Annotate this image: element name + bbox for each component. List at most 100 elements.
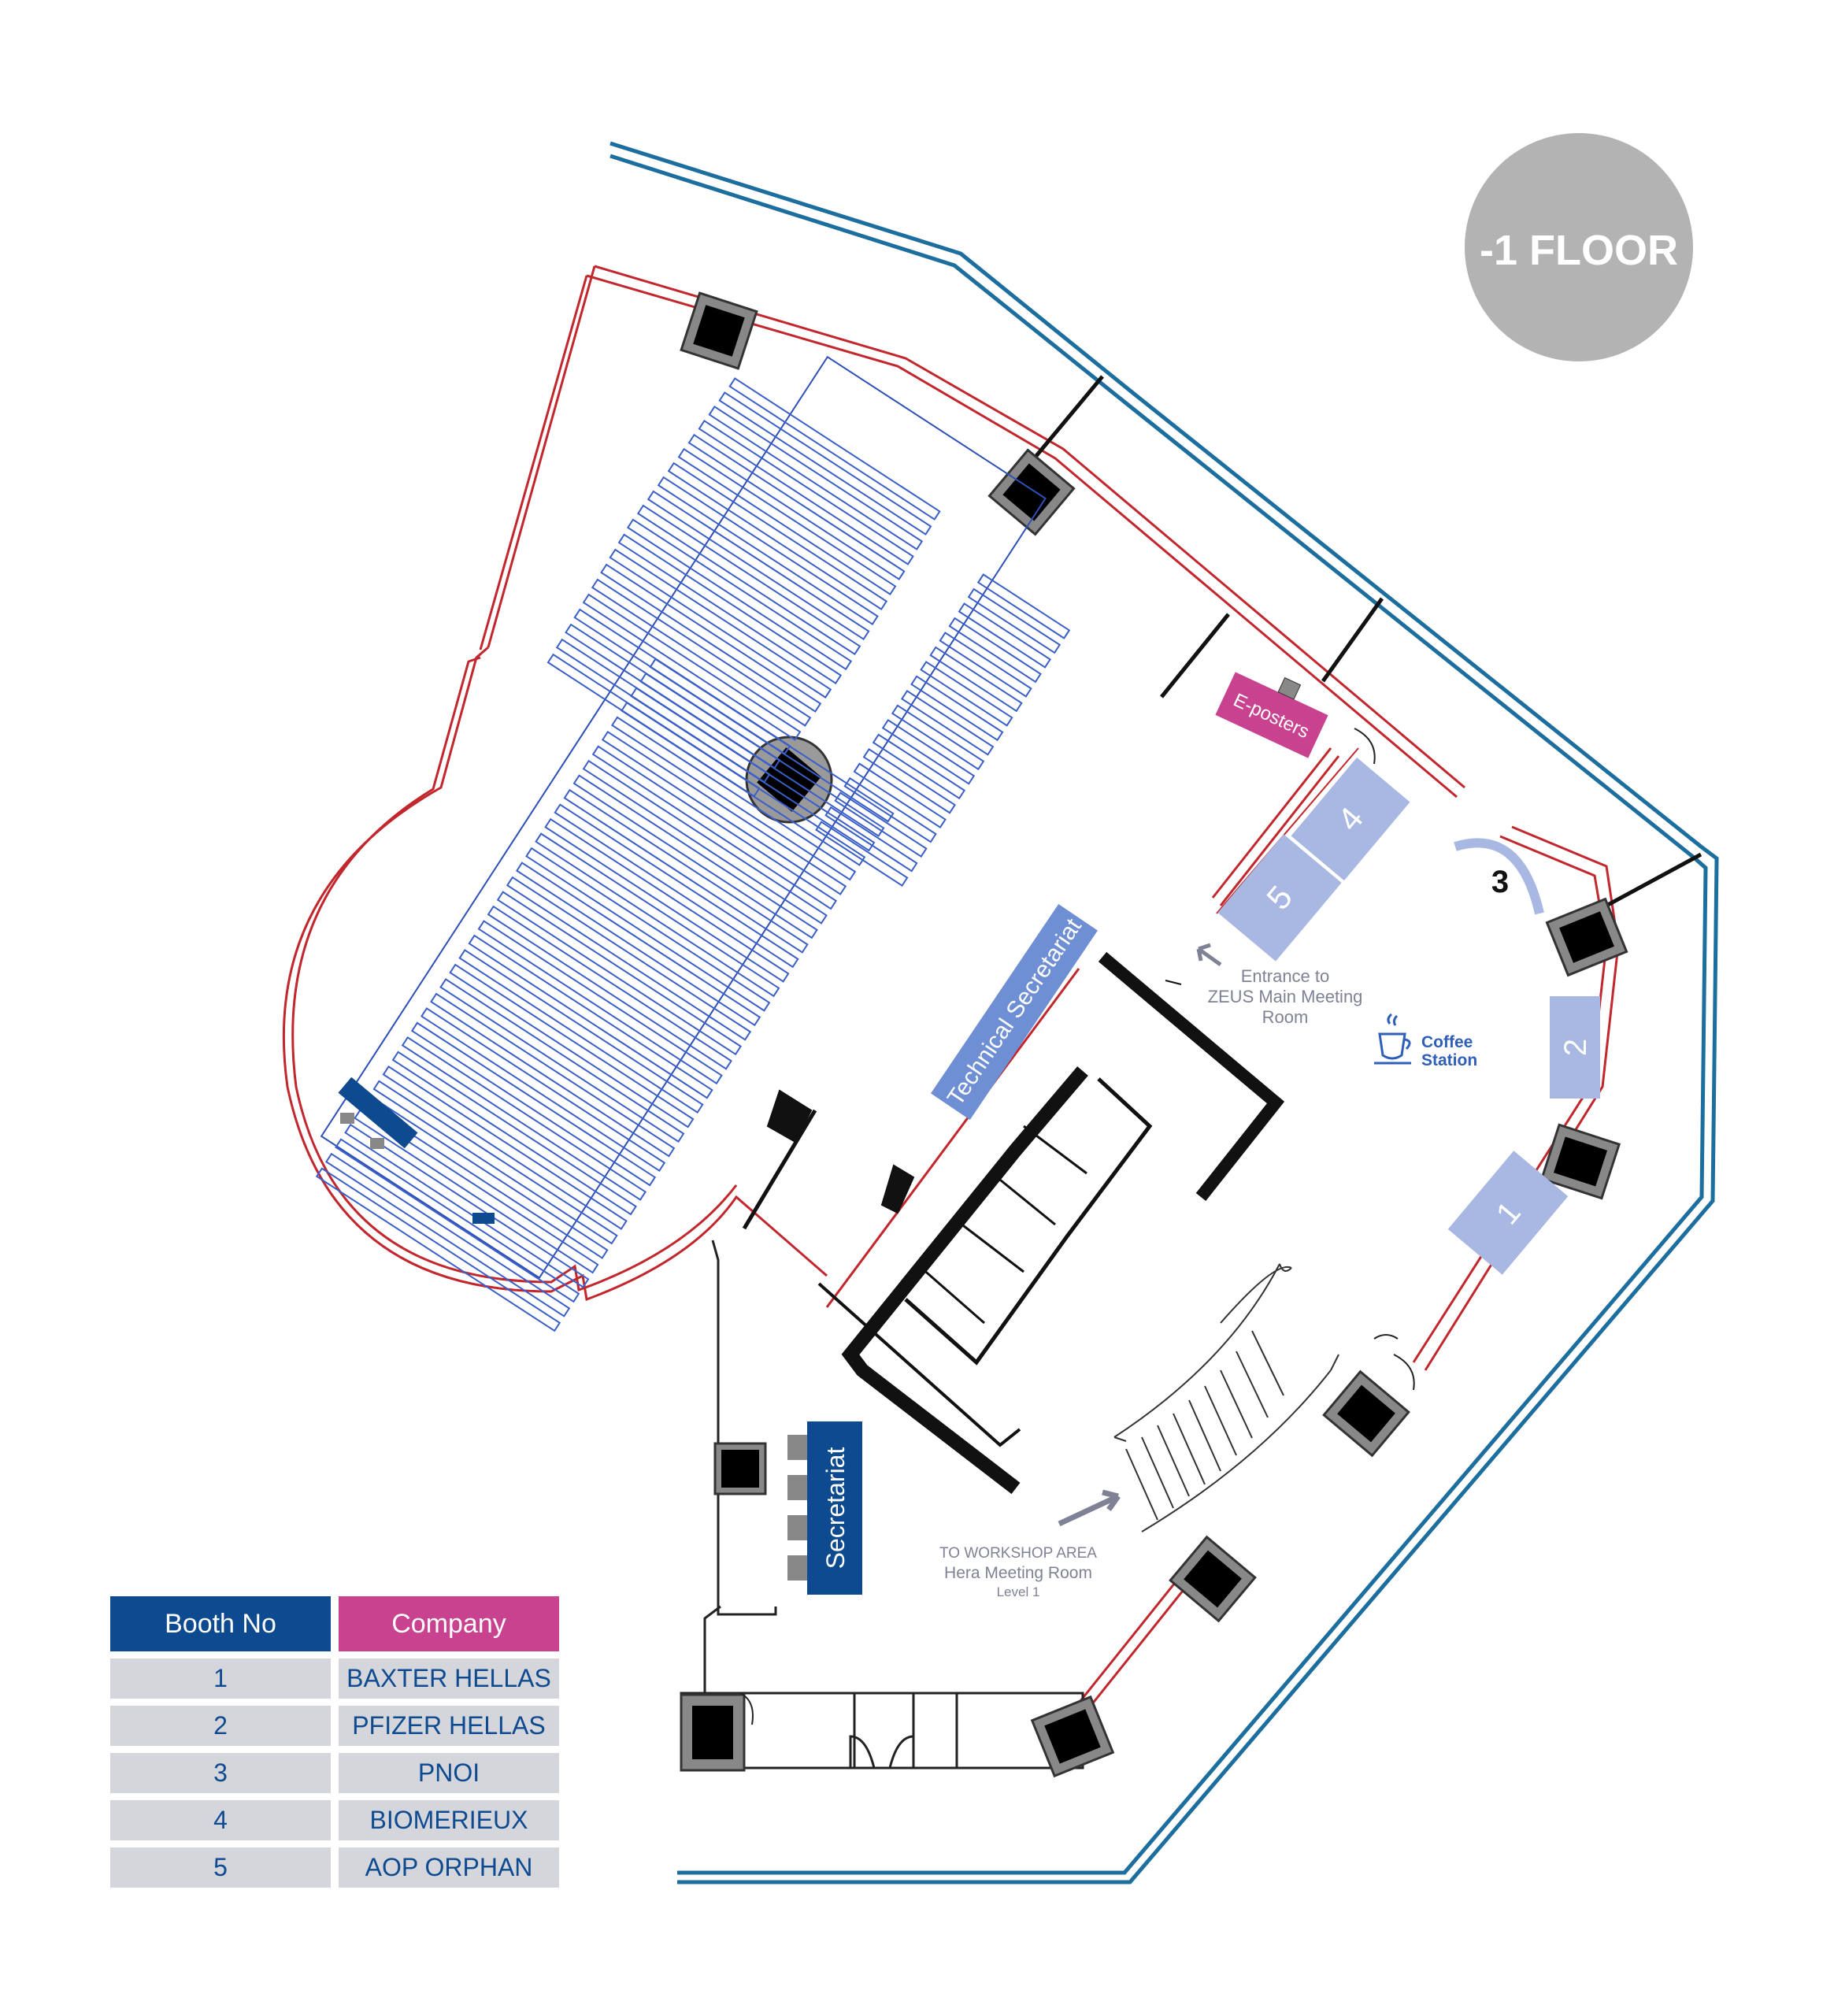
booth-2[interactable]: 2 [1550, 996, 1600, 1099]
legend-booth-number: 1 [110, 1658, 331, 1699]
seat-row [600, 563, 822, 713]
floor-badge-label: -1 FLOOR [1480, 227, 1678, 274]
seat-row [382, 1065, 628, 1230]
booth-3[interactable]: 3 [1454, 838, 1544, 915]
legend-company-name: PFIZER HELLAS [339, 1706, 559, 1746]
seat-row [636, 504, 861, 656]
legend-row: 3 PNOI [110, 1753, 559, 1793]
seat-row [525, 847, 771, 1012]
seat-row [609, 548, 832, 699]
legend-booth-number: 4 [110, 1800, 331, 1840]
seat-row [626, 518, 853, 671]
seat-row [401, 1036, 647, 1201]
access-line [1165, 980, 1182, 985]
seat-row [657, 476, 879, 626]
seat-row [920, 661, 1013, 727]
coffee-station: Coffee Station [1374, 1013, 1477, 1069]
seat-row [862, 747, 956, 814]
seat-row [315, 1167, 561, 1332]
seat-row [430, 992, 676, 1158]
seat-row [601, 730, 847, 895]
seat-row [410, 1021, 657, 1187]
coffee-label-line2: Station [1421, 1051, 1477, 1069]
seat-row [630, 687, 876, 852]
seat-row [967, 587, 1061, 654]
seat-row [948, 617, 1042, 684]
legend-booth-number: 3 [110, 1753, 331, 1793]
legend-header: Booth No Company [110, 1596, 559, 1651]
booth-3-number: 3 [1491, 865, 1509, 899]
seat-row [649, 658, 895, 823]
workshop-label-line2: Hera Meeting Room [944, 1564, 1092, 1582]
seat-row [910, 675, 1004, 742]
workshop-area: TO WORKSHOP AREA Hera Meeting Room Level… [939, 1489, 1121, 1599]
seat-row [617, 533, 843, 685]
seat-row [708, 406, 924, 550]
seat-row [544, 817, 790, 983]
legend-company-name: AOP ORPHAN [339, 1847, 559, 1888]
coffee-label-line1: Coffee [1421, 1033, 1473, 1051]
seat-row [391, 1051, 637, 1216]
seat-row [506, 876, 752, 1041]
booth-5[interactable]: 5 [1217, 834, 1342, 962]
seat-row [881, 718, 976, 785]
booth-4[interactable]: 4 [1291, 757, 1410, 881]
legend-booth-number: 5 [110, 1847, 331, 1888]
seat-row [496, 891, 743, 1056]
legend-booth-number: 2 [110, 1706, 331, 1746]
seat-row [872, 733, 966, 800]
booth-2-number: 2 [1558, 1039, 1593, 1056]
seat-row [554, 803, 799, 969]
seat-row [572, 774, 818, 939]
seat-row [815, 821, 909, 887]
seat-row [344, 1123, 590, 1288]
seat-row [582, 593, 802, 741]
seat-row [843, 776, 937, 843]
seat-row [563, 788, 809, 954]
seat-row [458, 949, 704, 1114]
outer-perimeter [609, 141, 1719, 1884]
seating-pattern [315, 377, 1071, 1332]
seat-row [698, 419, 914, 565]
seat-row [582, 759, 828, 925]
seat-row [515, 862, 761, 1027]
seat-row [449, 963, 695, 1128]
partitions [742, 375, 1702, 1230]
coffee-cup-icon [1374, 1013, 1411, 1065]
seat-row [958, 602, 1051, 669]
booth-1[interactable]: 1 [1447, 1151, 1569, 1275]
entrance-label-line3: Room [1262, 1007, 1309, 1027]
legend-company-name: BIOMERIEUX [339, 1800, 559, 1840]
entrance-label-line1: Entrance to [1241, 966, 1330, 986]
seat-row [687, 433, 906, 580]
eposters-area: E-posters [1215, 672, 1328, 758]
seat-row [591, 578, 812, 727]
seating-block-left [320, 355, 1047, 1279]
legend-company-name: PNOI [339, 1753, 559, 1793]
floor-badge: -1 FLOOR [1465, 133, 1693, 361]
seat-row [853, 762, 947, 829]
seat-row [535, 832, 780, 998]
seat-row [610, 716, 857, 881]
legend-row: 1 BAXTER HELLAS [110, 1658, 559, 1699]
seat-row [621, 701, 866, 866]
legend-company-name: BAXTER HELLAS [339, 1658, 559, 1699]
seating-rows [320, 355, 1047, 1279]
booth-legend: Booth No Company 1 BAXTER HELLAS 2 PFIZE… [110, 1596, 559, 1895]
seat-row [976, 573, 1071, 639]
seat-row [647, 490, 870, 641]
secretariat-label: Secretariat [821, 1447, 850, 1569]
legend-row: 2 PFIZER HELLAS [110, 1706, 559, 1746]
seat-row [901, 690, 995, 756]
seat-row [728, 377, 941, 521]
entrance-arrow-icon [1196, 943, 1222, 967]
seat-row [929, 646, 1023, 713]
workshop-label-line3: Level 1 [997, 1584, 1040, 1599]
seat-row [477, 920, 723, 1085]
seat-row [468, 934, 713, 1099]
pillars [680, 291, 1628, 1778]
seat-row [324, 1152, 571, 1317]
seat-row [891, 704, 985, 771]
seat-row [667, 461, 888, 610]
main-hall-wall [282, 265, 1465, 1302]
